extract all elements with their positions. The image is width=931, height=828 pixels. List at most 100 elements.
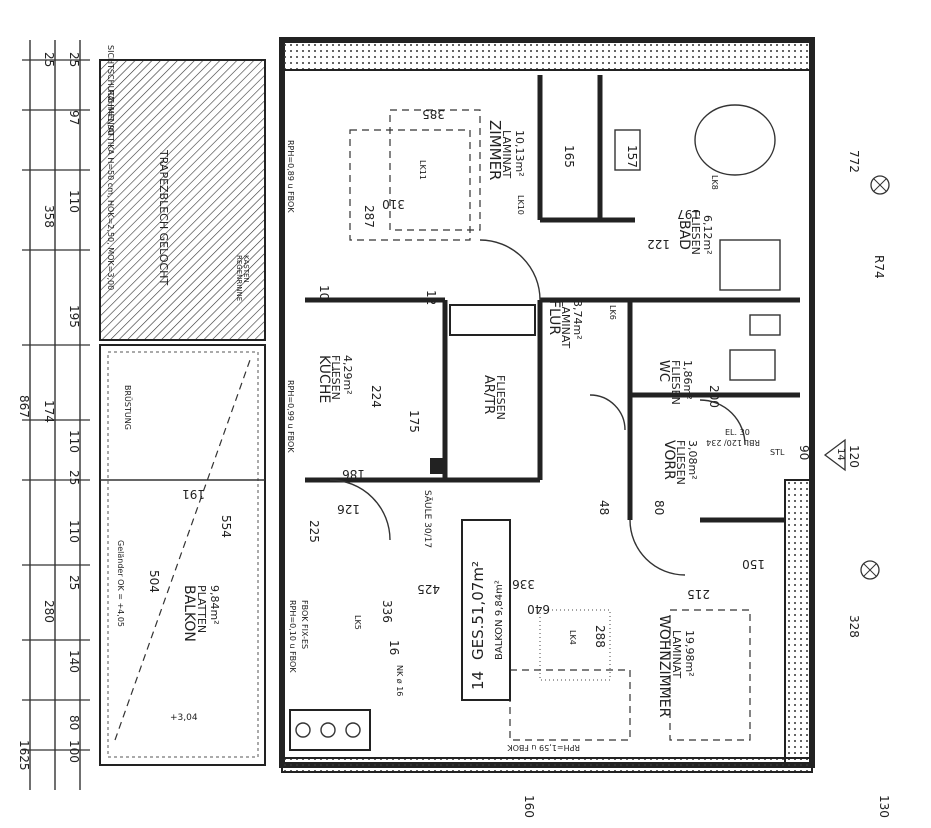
- annotation-trapez: TRAPEZBLECH GELOCHT: [157, 149, 170, 285]
- svg-text:10: 10: [317, 285, 331, 300]
- room-label-vorr: VORR FLIESEN 3,08m²: [661, 440, 699, 485]
- annotation-rahmen: RAHMEN/ATTIKA H=50 cm, HOK=2,50, MOK=3,0…: [106, 90, 115, 290]
- svg-text:RPH=1,59 u FBOK: RPH=1,59 u FBOK: [507, 743, 580, 752]
- svg-text:LK5: LK5: [353, 615, 362, 630]
- svg-text:LK10: LK10: [516, 195, 525, 215]
- room-label-kueche: KÜCHE FLIESEN 4,29m²: [316, 355, 354, 403]
- svg-text:425: 425: [417, 582, 440, 596]
- svg-text:1,86m²: 1,86m²: [681, 360, 694, 400]
- svg-text:288: 288: [593, 625, 607, 648]
- column: [430, 458, 444, 474]
- svg-text:NK ø 16: NK ø 16: [395, 665, 404, 696]
- svg-text:9,84m²: 9,84m²: [208, 585, 221, 625]
- annotation-rph-kueche: RPH=0,99 u FBOK: [286, 380, 295, 453]
- svg-text:25: 25: [67, 575, 81, 590]
- svg-text:FLIESEN: FLIESEN: [689, 210, 702, 255]
- dims-misc: 772 120 90 200 48 16 10 12 80 130 160: [317, 150, 891, 818]
- annotation-brustung: BRÜSTUNG: [123, 385, 133, 430]
- svg-text:200: 200: [707, 385, 721, 408]
- svg-text:25: 25: [42, 52, 56, 67]
- annotation-saule: SÄULE 30/17: [422, 490, 433, 548]
- svg-text:25: 25: [67, 52, 81, 67]
- dims-kueche: 224 175 186 191 126 225: [182, 385, 421, 543]
- svg-text:LAMINAT: LAMINAT: [670, 630, 683, 679]
- svg-text:3,08m²: 3,08m²: [686, 440, 699, 480]
- annotation-eli: EL. 30: [725, 428, 750, 437]
- svg-text:KÜCHE: KÜCHE: [316, 355, 334, 403]
- svg-text:287: 287: [362, 205, 376, 228]
- svg-text:225: 225: [307, 520, 321, 543]
- summary-text: 14 GES.51,07m² BALKON 9,84m²: [469, 561, 505, 690]
- svg-text:4,29m²: 4,29m²: [341, 355, 354, 395]
- svg-text:LAMINAT: LAMINAT: [559, 300, 572, 349]
- svg-text:FLUR: FLUR: [546, 300, 562, 335]
- svg-text:LK6: LK6: [608, 305, 617, 320]
- svg-text:48: 48: [597, 500, 611, 515]
- svg-text:80: 80: [67, 715, 81, 730]
- svg-text:FLIESEN: FLIESEN: [329, 355, 342, 400]
- svg-text:100: 100: [67, 740, 81, 763]
- svg-text:BALKON: BALKON: [181, 585, 197, 642]
- svg-text:RBL 120/ 234: RBL 120/ 234: [706, 438, 760, 447]
- svg-text:25: 25: [67, 470, 81, 485]
- svg-text:BALKON 9,84m²: BALKON 9,84m²: [494, 580, 505, 660]
- svg-text:16: 16: [387, 640, 401, 655]
- svg-text:195: 195: [67, 305, 81, 328]
- svg-text:14: 14: [835, 448, 846, 461]
- svg-text:328: 328: [847, 615, 861, 638]
- svg-text:LAMINAT: LAMINAT: [500, 130, 513, 179]
- annotation-rph-wohn: RPH=0,10 u FBOK: [288, 600, 297, 673]
- svg-text:6,12m²: 6,12m²: [701, 215, 714, 255]
- svg-text:215: 215: [687, 587, 710, 601]
- svg-text:310: 310: [382, 197, 405, 211]
- svg-text:80: 80: [652, 500, 666, 515]
- svg-text:504: 504: [147, 570, 161, 593]
- svg-text:110: 110: [67, 190, 81, 213]
- svg-text:1625: 1625: [17, 740, 31, 771]
- svg-text:14: 14: [469, 671, 487, 690]
- svg-text:VORR: VORR: [661, 440, 677, 480]
- svg-text:110: 110: [67, 520, 81, 543]
- svg-text:19,98m²: 19,98m²: [683, 630, 696, 677]
- svg-text:157: 157: [625, 145, 639, 168]
- svg-text:12: 12: [424, 290, 438, 305]
- svg-text:REGENRINNE: REGENRINNE: [235, 255, 243, 301]
- room-label-balkon: BALKON PLATTEN 9,84m²: [181, 585, 221, 642]
- svg-text:126: 126: [337, 502, 360, 516]
- svg-text:110: 110: [67, 430, 81, 453]
- svg-text:LK11: LK11: [418, 160, 427, 180]
- interior-walls: [305, 75, 800, 523]
- annotation-d14: 14: [835, 448, 846, 461]
- svg-text:LK4: LK4: [568, 630, 577, 645]
- svg-text:ZIMMER: ZIMMER: [486, 120, 504, 180]
- svg-text:140: 140: [67, 650, 81, 673]
- annotation-r74: R74: [872, 255, 886, 279]
- svg-text:97: 97: [67, 110, 81, 125]
- svg-text:10,13m²: 10,13m²: [513, 130, 526, 177]
- dims-wohn: 504 554 425 336 336 640 288 215 150 328: [147, 515, 861, 648]
- svg-text:SÄULE 30/17: SÄULE 30/17: [422, 490, 433, 548]
- annotation-stl: STL: [770, 448, 785, 457]
- svg-text:640: 640: [527, 602, 550, 616]
- svg-text:867: 867: [17, 395, 31, 418]
- svg-text:LK8: LK8: [710, 175, 719, 190]
- svg-text:90: 90: [797, 445, 811, 460]
- svg-text:FLIESEN: FLIESEN: [674, 440, 687, 485]
- annotation-gelaender: Geländer OK = +4,05: [116, 540, 125, 627]
- fixtures: [289, 104, 781, 751]
- dims-zimmer: 385 165 157 287 310 197 122: [362, 107, 700, 251]
- svg-text:RPH=0,89 u FBOK: RPH=0,89 u FBOK: [286, 140, 295, 213]
- svg-text:Geländer OK = +4,05: Geländer OK = +4,05: [116, 540, 125, 627]
- left-dimension-lines: [22, 40, 90, 790]
- svg-text:TRAPEZBLECH GELOCHT: TRAPEZBLECH GELOCHT: [157, 149, 170, 285]
- dims-left: 25 25 97 110 358 195 867 174 110 25 110 …: [17, 52, 81, 771]
- svg-text:WOHNZIMMER: WOHNZIMMER: [656, 615, 672, 718]
- annotation-sichtschutz: SICHTSCHUTZ H=1,90: [106, 45, 115, 135]
- room-label-wohnzimmer: WOHNZIMMER LAMINAT 19,98m²: [656, 615, 696, 718]
- svg-text:120: 120: [847, 445, 861, 468]
- svg-text:FLIESEN: FLIESEN: [669, 360, 682, 405]
- svg-text:R74: R74: [872, 255, 886, 279]
- annotation-fbok-fix: FBOK FIX-ES: [300, 600, 309, 649]
- axis-markers: [823, 175, 890, 580]
